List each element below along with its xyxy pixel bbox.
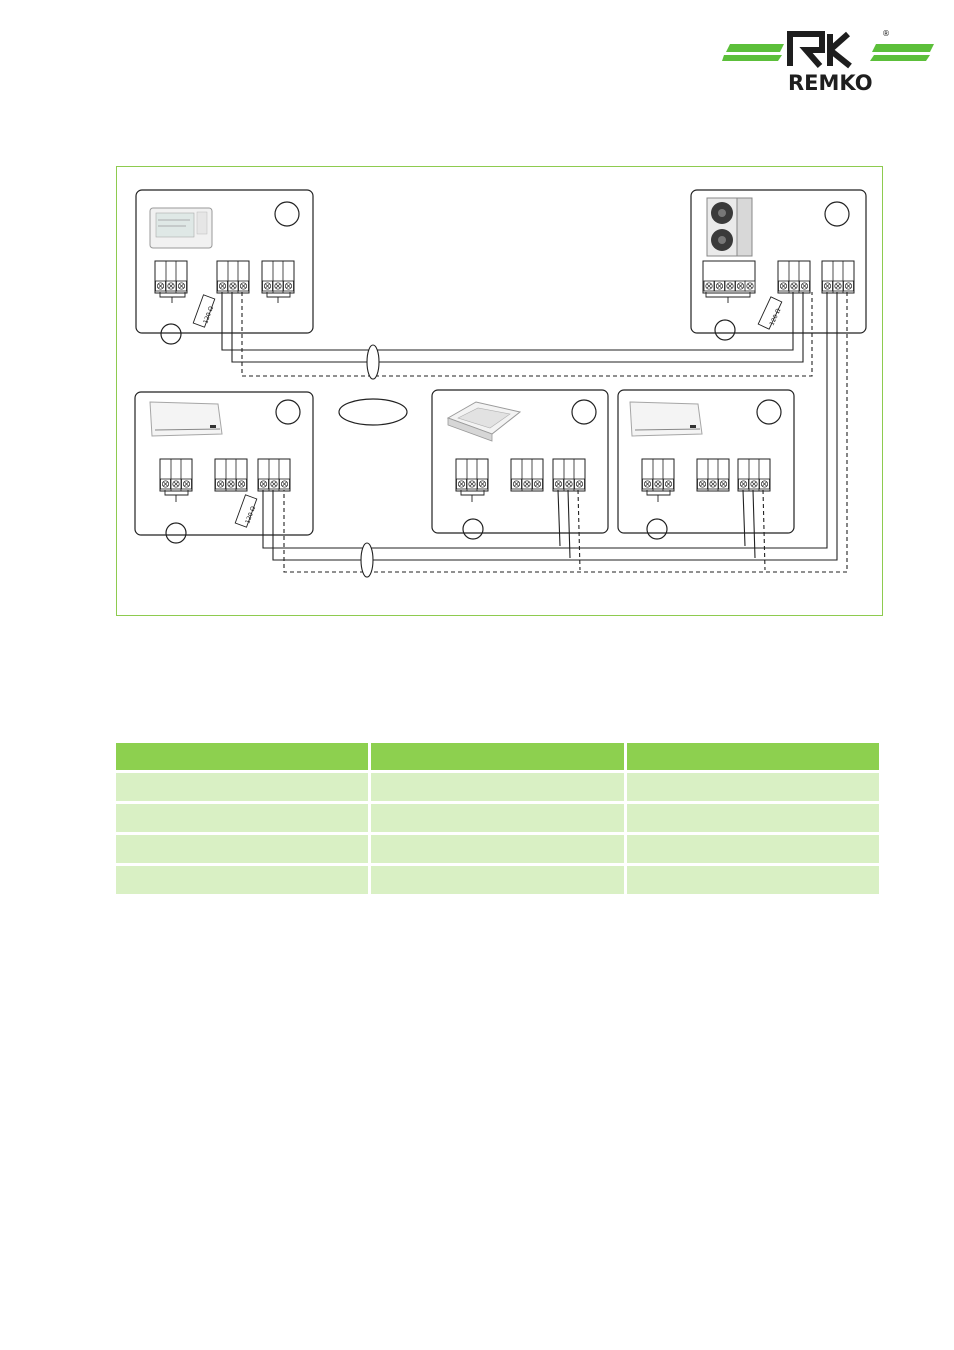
resistor-outdoor: 120 Ω <box>757 296 783 330</box>
table-row <box>116 770 879 801</box>
remko-logo: REMKO ® <box>722 29 934 95</box>
logo-brand-text: REMKO <box>788 71 873 95</box>
table-cell <box>116 832 369 863</box>
controller-box <box>135 189 314 334</box>
cassette-box <box>431 389 609 534</box>
table-cell <box>371 770 624 801</box>
table-cell <box>116 863 369 894</box>
wall1-number-circle <box>275 399 301 425</box>
controller-terminals <box>155 261 294 293</box>
outdoor-number-circle <box>824 201 850 227</box>
outdoor-unit-icon <box>706 197 753 257</box>
table-cell <box>626 832 879 863</box>
table-header-cell <box>626 743 879 770</box>
bus-wires-top <box>221 292 813 380</box>
wall-split-icon-2 <box>629 401 703 437</box>
table-row <box>116 801 879 832</box>
logo-stripe-left-bottom <box>722 55 782 61</box>
bus-wires-bottom <box>262 292 848 578</box>
controller-small-circle <box>160 323 182 345</box>
controller-icon <box>149 207 213 249</box>
controller-number-circle <box>274 201 300 227</box>
logo-stripe-right-top <box>872 44 934 52</box>
table-header-cell <box>116 743 369 770</box>
outdoor-terminals <box>702 260 854 294</box>
table-header-row <box>116 743 879 770</box>
table-cell <box>626 770 879 801</box>
data-table <box>113 743 882 894</box>
resistor-controller: 120 Ω <box>192 294 216 328</box>
wall1-small-circle <box>165 522 187 544</box>
wall-unit-2-box <box>617 389 795 534</box>
wall2-terminals <box>642 459 770 491</box>
table-cell <box>371 832 624 863</box>
cassette-icon <box>446 401 522 442</box>
wall1-terminals <box>160 459 290 491</box>
wiring-diagram: 120 Ω 120 Ω 120 Ω <box>134 189 867 578</box>
wiring-diagram-frame <box>116 166 883 616</box>
cassette-small-circle <box>462 518 484 540</box>
table-cell <box>371 801 624 832</box>
table-row <box>116 832 879 863</box>
wall2-small-circle <box>646 518 668 540</box>
cassette-terminals <box>456 459 585 491</box>
wall2-number-circle <box>756 399 782 425</box>
logo-registered-mark: ® <box>882 29 890 38</box>
table-cell <box>116 770 369 801</box>
outdoor-small-circle <box>714 319 736 341</box>
logo-stripe-left-top <box>726 44 784 52</box>
table-cell <box>626 801 879 832</box>
table-cell <box>371 863 624 894</box>
logo-rk-mark <box>787 31 852 69</box>
logo-stripe-right-bottom <box>870 55 930 61</box>
table-header-cell <box>371 743 624 770</box>
table-cell <box>116 801 369 832</box>
table-cell <box>626 863 879 894</box>
table-row <box>116 863 879 894</box>
bus-ellipse-label <box>338 398 408 426</box>
resistor-wall1: 120 Ω <box>234 494 258 528</box>
outdoor-unit-box <box>690 189 867 334</box>
cassette-number-circle <box>571 399 597 425</box>
wall-unit-1-box <box>134 391 314 536</box>
wall-split-icon-1 <box>149 401 223 437</box>
